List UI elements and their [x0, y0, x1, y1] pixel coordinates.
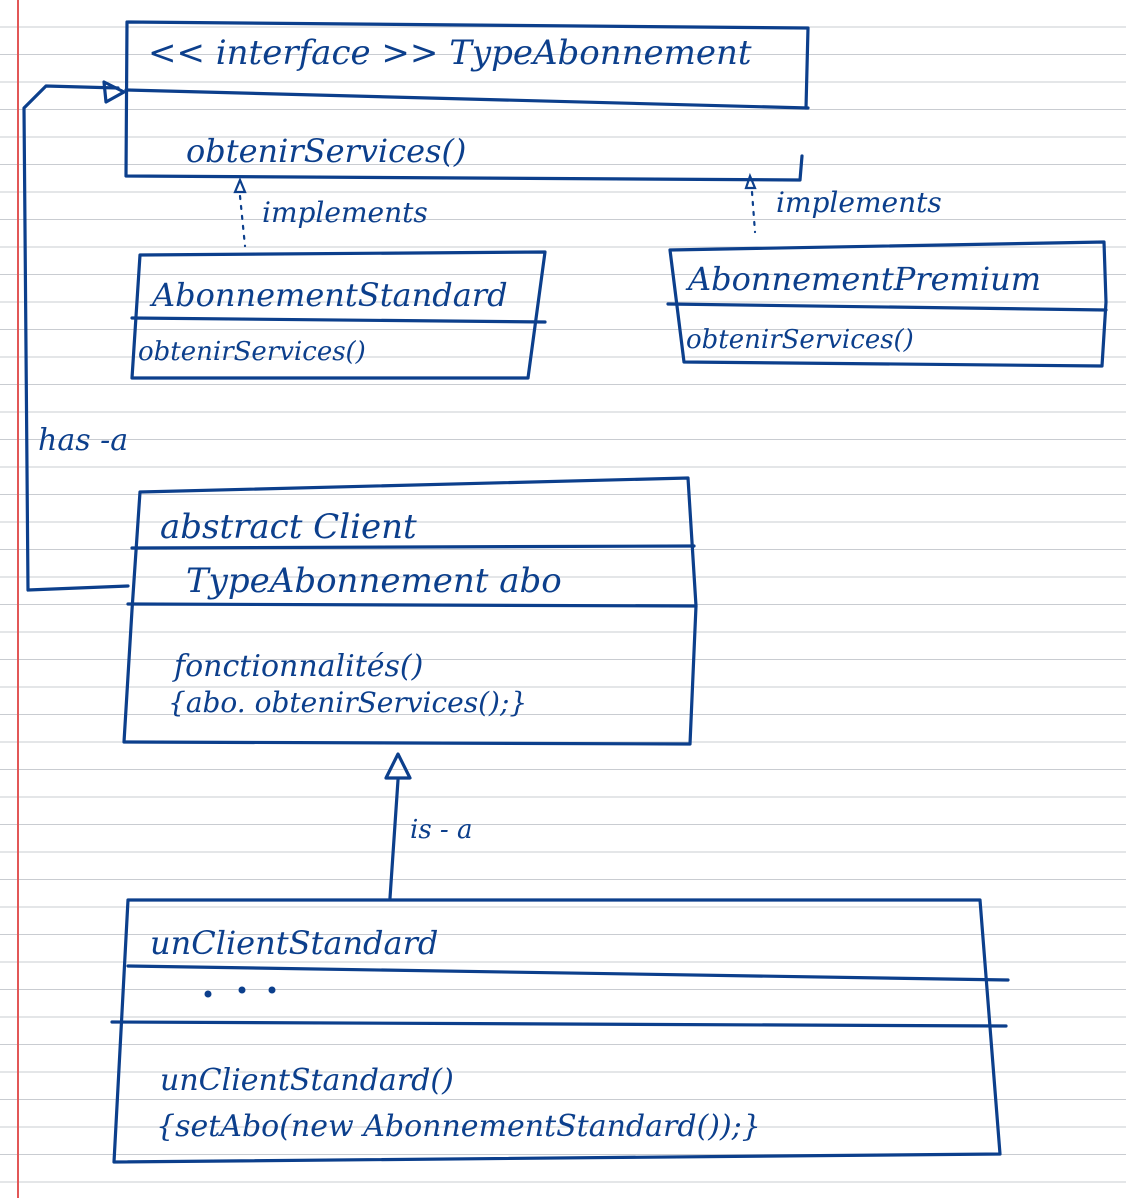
is-a-line — [388, 778, 400, 900]
implements-left-arrowhead — [233, 177, 247, 194]
premium-title: AbonnementPremium — [685, 260, 1041, 298]
interface-typeabonnement-box: << interface >> TypeAbonnement obtenirSe… — [124, 20, 810, 182]
notebook-margin-line — [17, 0, 19, 1198]
implements-left-line — [238, 194, 247, 248]
interface-title: << interface >> TypeAbonnement — [148, 33, 752, 73]
implements-right-relation: implements — [744, 172, 942, 234]
is-a-relation: is - a — [384, 752, 472, 900]
client-attribute: TypeAbonnement abo — [186, 561, 562, 601]
has-a-relation: has -a — [22, 80, 130, 592]
implements-right-label: implements — [776, 186, 942, 219]
standard-box-divider — [130, 316, 547, 324]
subclass-box-divider-2 — [110, 1020, 1008, 1028]
subclass-method: unClientStandard() — [160, 1063, 454, 1098]
abonnement-premium-box: AbonnementPremium obtenirServices() — [666, 240, 1108, 368]
ellipsis-dot-3 — [268, 986, 276, 994]
subclass-method-body: {setAbo(new AbonnementStandard());} — [156, 1109, 761, 1144]
standard-title: AbonnementStandard — [149, 276, 508, 314]
premium-box-border — [668, 240, 1108, 368]
subclass-box-border — [112, 898, 1002, 1164]
client-title: abstract Client — [160, 507, 417, 547]
client-box-divider-2 — [126, 602, 698, 608]
interface-box-border — [124, 20, 810, 182]
abstract-client-box: abstract Client TypeAbonnement abo fonct… — [122, 476, 698, 746]
abonnement-standard-box: AbonnementStandard obtenirServices() — [130, 250, 547, 380]
implements-right-arrowhead — [744, 172, 757, 190]
is-a-arrowhead — [384, 752, 412, 780]
interface-method: obtenirServices() — [186, 132, 466, 170]
standard-box-border — [130, 250, 547, 380]
implements-left-relation: implements — [233, 177, 428, 248]
implements-left-label: implements — [262, 196, 428, 229]
client-method-body: {abo. obtenirServices();} — [168, 686, 527, 719]
unclientstandard-box: unClientStandard unClientStandard() {set… — [110, 898, 1010, 1164]
has-a-line — [22, 84, 130, 592]
has-a-label: has -a — [38, 423, 128, 458]
ellipsis-dot-2 — [238, 986, 246, 994]
subclass-box-divider-1 — [126, 964, 1010, 982]
client-method: fonctionnalités() — [172, 649, 423, 684]
standard-method: obtenirServices() — [138, 337, 366, 367]
subclass-title: unClientStandard — [150, 924, 438, 962]
ellipsis-dot-1 — [204, 990, 212, 998]
implements-right-line — [750, 190, 757, 234]
client-box-border — [122, 476, 698, 746]
premium-box-divider — [666, 302, 1108, 312]
client-box-divider-1 — [130, 544, 696, 550]
premium-method: obtenirServices() — [686, 325, 914, 355]
has-a-arrowhead — [102, 80, 126, 104]
interface-box-divider — [124, 88, 810, 110]
is-a-label: is - a — [410, 815, 472, 845]
